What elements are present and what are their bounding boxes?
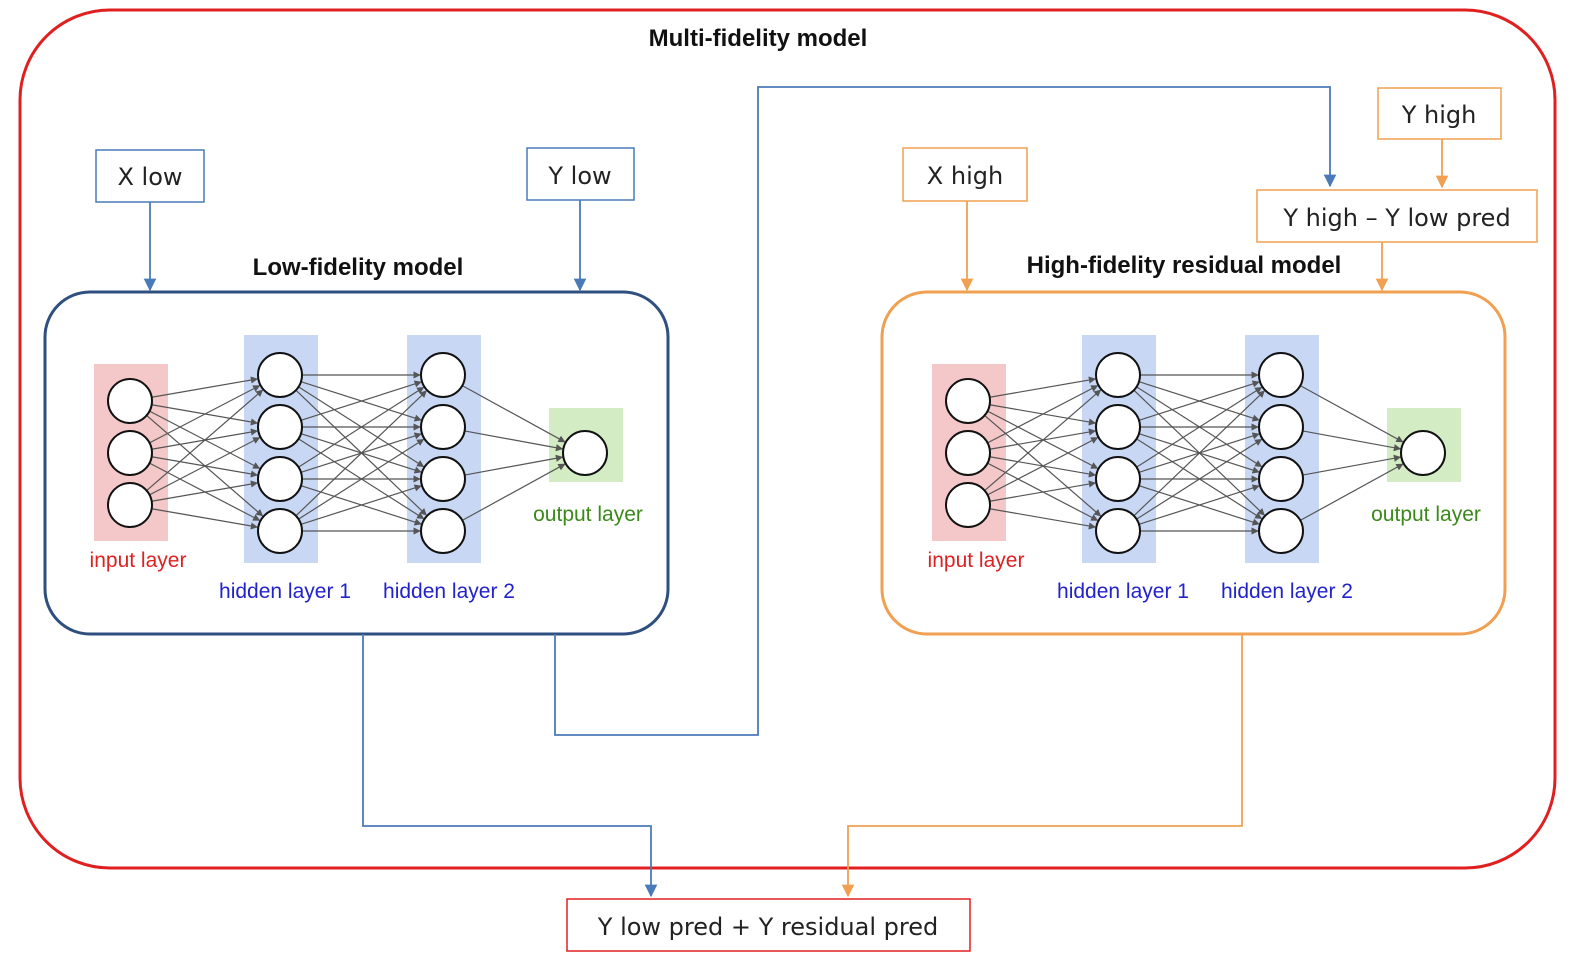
network-connection xyxy=(300,380,422,421)
network-connection xyxy=(461,385,566,443)
network-connection xyxy=(1302,454,1402,476)
network-connection xyxy=(151,508,259,530)
network-connection xyxy=(298,438,425,520)
network-connection xyxy=(1136,386,1263,468)
hidden-1-neuron xyxy=(257,404,303,450)
y-low-label: Y low xyxy=(547,162,611,190)
input-neuron xyxy=(107,378,153,424)
network-connection xyxy=(151,376,259,398)
network-connection xyxy=(984,389,1102,492)
output-neuron xyxy=(1400,430,1446,476)
residual-target-box: Y high – Y low pred xyxy=(1256,189,1538,243)
network-connection xyxy=(146,389,264,492)
network-connection xyxy=(1138,380,1260,421)
input-layer-label: input layer xyxy=(90,549,187,572)
hidden-2-neuron xyxy=(420,404,466,450)
output-neuron xyxy=(562,430,608,476)
hidden-layer-1-label: hidden layer 1 xyxy=(219,580,351,603)
multi-fidelity-title: Multi-fidelity model xyxy=(649,25,868,52)
y-high-box: Y high xyxy=(1377,87,1502,140)
network-connection xyxy=(989,508,1097,530)
hidden-1-neuron xyxy=(257,508,303,554)
input-neuron xyxy=(945,378,991,424)
network-connection xyxy=(989,376,1097,398)
hidden-2-neuron xyxy=(1258,404,1304,450)
network-connection xyxy=(149,385,261,444)
low-fidelity-box xyxy=(43,290,670,636)
network-connection xyxy=(989,480,1097,502)
low-fidelity-title: Low-fidelity model xyxy=(253,254,464,281)
y-low-box: Y low xyxy=(526,147,635,201)
network-connection xyxy=(1138,484,1260,525)
x-low-label: X low xyxy=(117,163,182,191)
hidden-layer-2-label: hidden layer 2 xyxy=(1221,580,1353,603)
network-connection xyxy=(1302,430,1402,452)
x-high-label: X high xyxy=(927,162,1003,190)
input-neuron xyxy=(107,482,153,528)
hidden-1-neuron xyxy=(1095,508,1141,554)
hidden-2-neuron xyxy=(1258,352,1304,398)
network-connection xyxy=(464,430,564,452)
low-fidelity-network: input layer hidden layer 1 hidden layer 2 o… xyxy=(90,335,643,603)
network-connection xyxy=(1299,463,1404,521)
hidden-layer-2-label: hidden layer 2 xyxy=(383,580,515,603)
x-low-box: X low xyxy=(95,149,205,203)
input-neuron xyxy=(945,430,991,476)
hidden-1-neuron xyxy=(1095,456,1141,502)
network-connection xyxy=(300,484,422,525)
y-high-label: Y high xyxy=(1401,101,1477,129)
input-neuron xyxy=(107,430,153,476)
input-layer-label: input layer xyxy=(928,549,1025,572)
hidden-1-neuron xyxy=(257,456,303,502)
final-output-label: Y low pred + Y residual pred xyxy=(597,913,938,941)
hidden-2-neuron xyxy=(420,508,466,554)
hidden-2-neuron xyxy=(420,456,466,502)
hidden-1-neuron xyxy=(257,352,303,398)
output-layer-label: output layer xyxy=(1371,503,1481,526)
low-pred-to-residual-arrow xyxy=(554,86,1337,736)
network-connection xyxy=(1133,390,1265,517)
hidden-2-neuron xyxy=(1258,456,1304,502)
low-pred-to-output-arrow xyxy=(362,634,658,898)
high-fidelity-title: High-fidelity residual model xyxy=(1027,252,1342,279)
residual-target-label: Y high – Y low pred xyxy=(1282,204,1510,232)
x-high-box: X high xyxy=(902,147,1028,202)
hidden-layer-1-label: hidden layer 1 xyxy=(1057,580,1189,603)
residual-pred-to-output-arrow xyxy=(841,634,1243,898)
high-fidelity-box xyxy=(880,290,1507,636)
network-connection xyxy=(461,463,566,521)
network-connection xyxy=(1299,385,1404,443)
network-connection xyxy=(1136,438,1263,520)
network-connection xyxy=(295,390,427,517)
network-connection xyxy=(987,437,1099,496)
hidden-1-neuron xyxy=(1095,404,1141,450)
multi-fidelity-container xyxy=(18,8,1557,870)
high-fidelity-network: input layer hidden layer 1 hidden layer 2 o… xyxy=(928,335,1481,603)
network-connection xyxy=(151,480,259,502)
final-output-box: Y low pred + Y residual pred xyxy=(566,898,971,952)
output-layer-label: output layer xyxy=(533,503,643,526)
hidden-2-neuron xyxy=(420,352,466,398)
network-connection xyxy=(987,385,1099,444)
network-connection xyxy=(464,454,564,476)
hidden-2-neuron xyxy=(1258,508,1304,554)
network-connection xyxy=(149,437,261,496)
network-connection xyxy=(298,386,425,468)
hidden-1-neuron xyxy=(1095,352,1141,398)
input-neuron xyxy=(945,482,991,528)
